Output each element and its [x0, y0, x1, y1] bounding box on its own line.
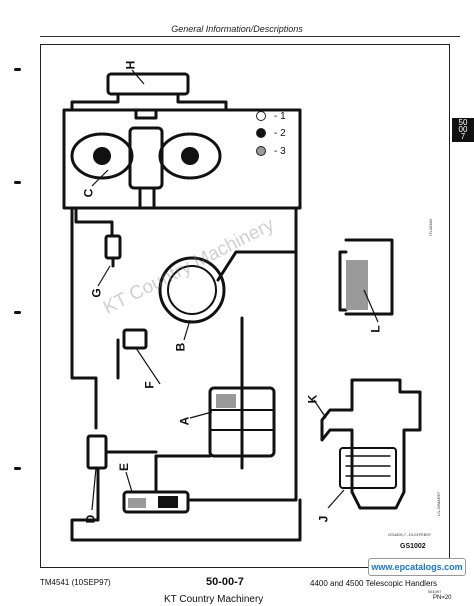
callout-f: F [142, 381, 157, 389]
callout-l: L [368, 325, 383, 333]
callout-h: H [123, 60, 138, 70]
footer-manual-id: TM4541 (10SEP97) [40, 578, 111, 587]
punch-mark [14, 467, 21, 470]
section-tab: 50 00 7 [452, 118, 474, 142]
part-c-right-housing [158, 132, 222, 180]
footer-page-code: PN=20 [433, 595, 452, 601]
part-b-reservoir [158, 256, 226, 324]
site-badge[interactable]: www.epcatalogs.com [368, 558, 466, 576]
callout-j: J [316, 515, 331, 523]
callout-c: C [81, 188, 96, 198]
section-tab-line: 00 [458, 125, 468, 134]
legend-item: - 1 [256, 109, 286, 123]
diagram-frame [40, 44, 450, 568]
header-rule [40, 36, 460, 37]
callout-g: G [89, 288, 104, 298]
figure-code: GS1002 [400, 543, 426, 550]
upper-housing [62, 108, 302, 210]
part-g-filter [104, 234, 122, 260]
part-d-valve [86, 434, 108, 470]
legend-item: - 3 [256, 144, 286, 158]
callout-a: A [177, 416, 192, 426]
part-f-valve [122, 328, 148, 350]
legend-label: - 1 [274, 110, 286, 122]
small-code: GS4400,7 -19-01FEB97 [388, 532, 431, 537]
callout-k: K [305, 394, 320, 404]
legend-item: - 2 [256, 126, 286, 140]
legend-label: - 3 [274, 145, 286, 157]
part-a-pump [208, 386, 276, 458]
section-tab-line: 50 [458, 118, 468, 127]
part-j-transmission [320, 378, 422, 510]
site-badge-label: www.epcatalogs.com [371, 562, 463, 572]
footer-title: 4400 and 4500 Telescopic Handlers [310, 579, 438, 588]
footer-date-code: 061097 [428, 589, 442, 594]
section-tab-line: 7 [460, 132, 466, 141]
callout-e: E [117, 462, 132, 472]
footer-page-number: 50-00-7 [206, 576, 244, 588]
part-c-left-housing [70, 132, 134, 180]
legend-swatch [256, 111, 266, 121]
punch-mark [14, 68, 21, 71]
callout-b: B [173, 342, 188, 352]
punch-mark [14, 181, 21, 184]
legend-swatch [256, 128, 266, 138]
side-code-top: ITL00380 [428, 219, 433, 236]
punch-mark [14, 311, 21, 314]
footer-brand: KT Country Machinery [164, 594, 264, 605]
part-h-tube [106, 72, 190, 96]
side-code-bottom: LN-26MAR97 [436, 491, 441, 516]
legend-label: - 2 [274, 127, 286, 139]
legend-swatch [256, 146, 266, 156]
callout-d: D [83, 514, 98, 524]
page-header-title: General Information/Descriptions [171, 24, 303, 34]
